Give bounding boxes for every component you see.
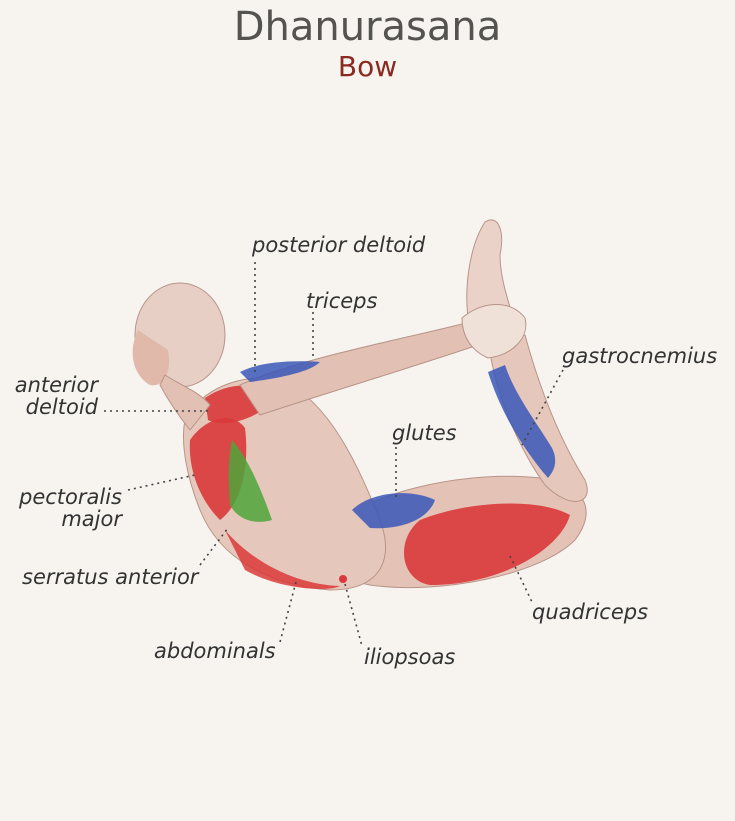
label-gastrocnemius: gastrocnemius — [562, 344, 718, 368]
gastrocnemius-muscle — [488, 365, 556, 478]
iliopsoas-leader — [344, 583, 363, 647]
serratus-leader — [199, 527, 229, 566]
hand — [461, 304, 527, 359]
gastrocnemius-leader — [521, 369, 564, 446]
glutes-muscle — [352, 493, 435, 529]
label-abdominals: abdominals — [154, 639, 276, 663]
diagram-title: Dhanurasana — [233, 4, 502, 50]
label-posterior-deltoid: posterior deltoid — [252, 233, 426, 257]
neck — [159, 374, 211, 431]
label-anterior: anterior — [14, 373, 98, 397]
diagram-subtitle: Bow — [337, 50, 398, 83]
feet — [466, 219, 516, 331]
serratus-muscle — [228, 440, 272, 522]
label-serratus-anterior: serratus anterior — [22, 565, 199, 589]
posterior-deltoid-muscle — [240, 361, 320, 382]
label-major: major — [61, 507, 122, 531]
quadriceps-leader — [509, 555, 533, 603]
label-quadriceps: quadriceps — [532, 600, 649, 624]
abdominals-leader — [279, 581, 297, 643]
label-pectoralis: pectoralis — [19, 485, 122, 509]
face — [132, 330, 170, 386]
abdominals-muscle — [225, 530, 340, 589]
iliopsoas-marker — [339, 575, 347, 583]
pectoralis-leader — [127, 474, 196, 491]
quadriceps-muscle — [403, 503, 570, 585]
label-deltoid: deltoid — [25, 395, 98, 419]
label-iliopsoas: iliopsoas — [364, 645, 456, 669]
label-glutes: glutes — [392, 421, 457, 445]
label-triceps: triceps — [306, 289, 378, 313]
